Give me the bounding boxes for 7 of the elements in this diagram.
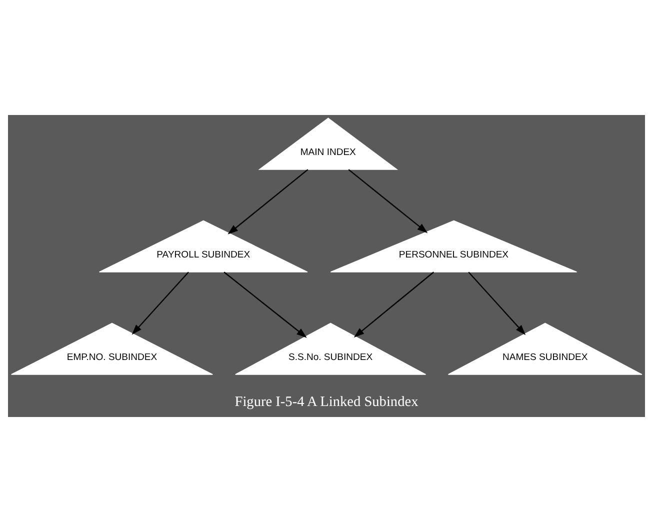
arrow	[354, 271, 434, 337]
arrow	[468, 271, 526, 335]
arrow	[348, 168, 428, 233]
arrow	[132, 271, 189, 334]
caption: Figure I-5-4 A Linked Subindex	[234, 394, 418, 410]
arrow	[228, 168, 308, 234]
arrow	[224, 271, 307, 338]
